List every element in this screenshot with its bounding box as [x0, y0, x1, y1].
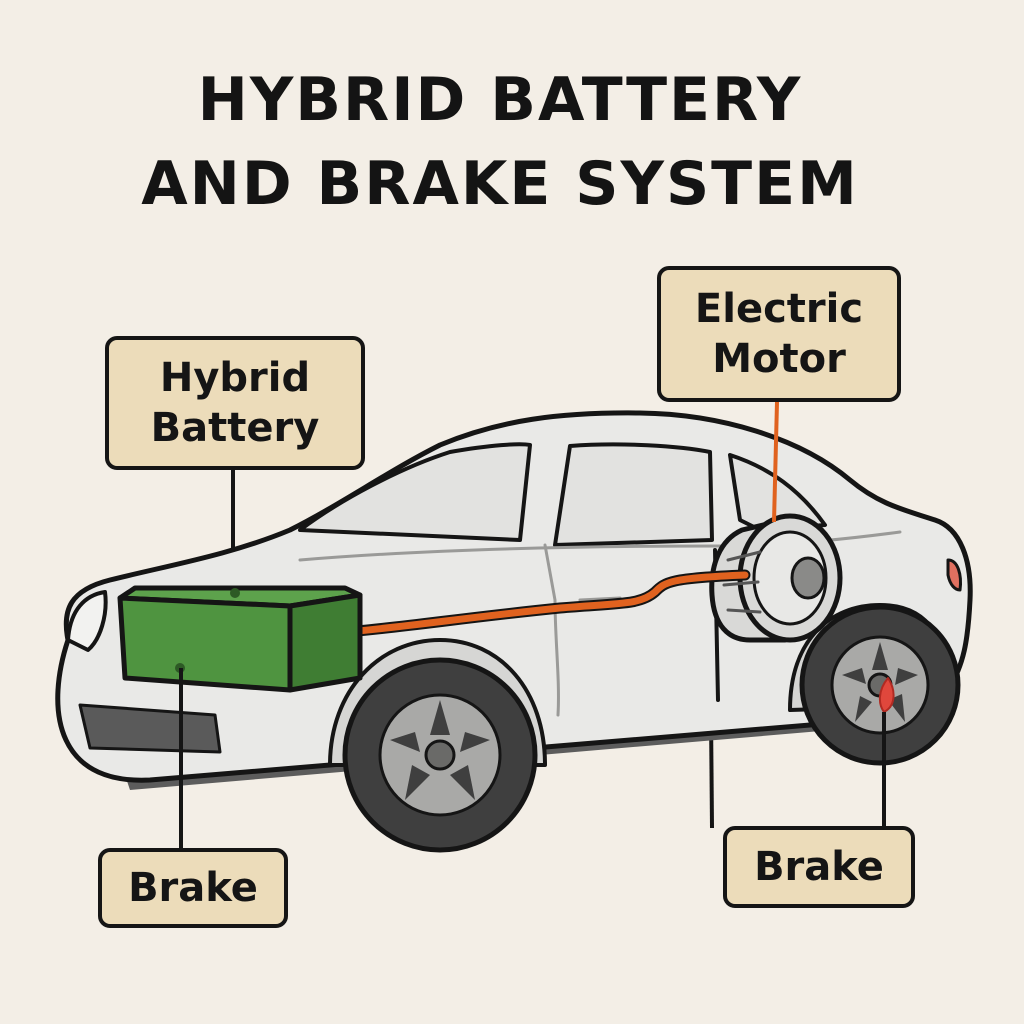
- title-line-2: AND BRAKE SYSTEM: [141, 149, 859, 219]
- electric-motor-label-line-2: Motor: [712, 336, 846, 382]
- title-line-1: HYBRID BATTERY: [197, 65, 803, 135]
- front-rim-spokes: [390, 700, 490, 800]
- car-window-rear: [553, 442, 714, 547]
- car-icon: [55, 410, 973, 853]
- power-cable-fill: [331, 571, 749, 637]
- electric-motor-label-line-1: Electric: [694, 286, 864, 332]
- leader-lines-front: [179, 401, 886, 850]
- battery-side: [287, 592, 363, 693]
- rear-rim-spokes: [842, 642, 918, 722]
- motor-face-ring: [752, 530, 828, 626]
- front-wheel: [328, 638, 547, 853]
- battery-front: [117, 595, 293, 693]
- motor-leader-line: [772, 401, 779, 523]
- motor-hub: [790, 556, 826, 600]
- car-headlight: [66, 590, 108, 652]
- hybrid-battery-label-line-1: Hybrid: [159, 355, 311, 401]
- battery-icon: [117, 585, 363, 693]
- page-title: HYBRID BATTERY AND BRAKE SYSTEM: [0, 58, 1000, 226]
- hybrid-battery-label-line-2: Battery: [150, 405, 320, 451]
- car-grille: [78, 703, 222, 754]
- car-window-front: [298, 442, 532, 542]
- car-door-handle: [578, 596, 622, 602]
- motor-fins: [722, 550, 762, 614]
- battery-terminal: [230, 588, 240, 598]
- brake-label-left-text: Brake: [128, 865, 258, 911]
- brake-label-right: Brake: [723, 826, 915, 908]
- electric-motor-label: Electric Motor: [657, 266, 901, 402]
- front-hub: [424, 739, 456, 771]
- brake-label-right-text: Brake: [754, 844, 884, 890]
- car-tail-light: [946, 558, 962, 592]
- hybrid-battery-label: Hybrid Battery: [105, 336, 365, 470]
- brake-label-left: Brake: [98, 848, 288, 928]
- rear-wheel: [788, 603, 961, 766]
- electric-motor-icon: [709, 513, 843, 643]
